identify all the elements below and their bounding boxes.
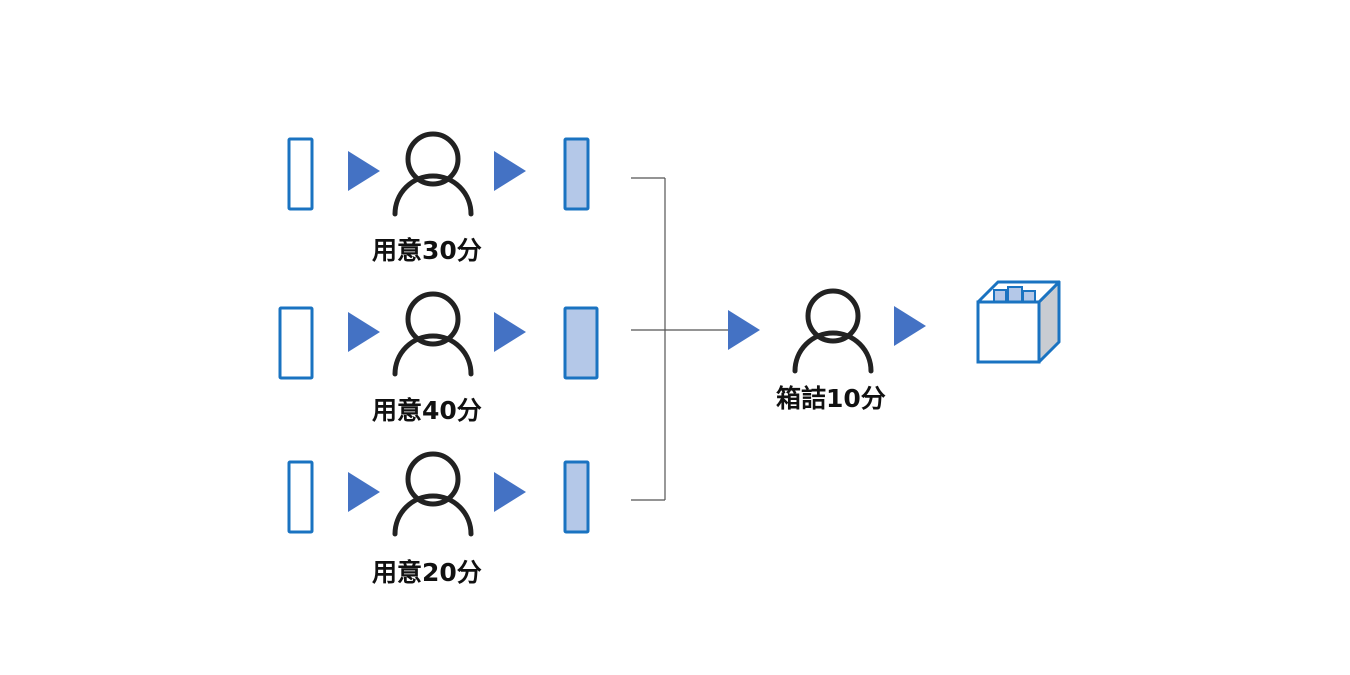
person-icon bbox=[392, 291, 474, 377]
arrow-right-icon bbox=[728, 310, 760, 350]
row-2-label: 用意40分 bbox=[372, 396, 482, 425]
arrow-right-icon bbox=[494, 312, 526, 352]
person-icon bbox=[392, 451, 474, 537]
person-icon bbox=[792, 288, 874, 374]
filled-card-icon bbox=[563, 460, 590, 534]
arrow-right-icon bbox=[348, 151, 380, 191]
row-1-label: 用意30分 bbox=[372, 236, 482, 265]
packed-box-icon bbox=[976, 280, 1061, 364]
filled-card-icon bbox=[563, 306, 599, 380]
row-3-label: 用意20分 bbox=[372, 558, 482, 587]
row-1 bbox=[287, 131, 590, 217]
arrow-right-icon bbox=[348, 312, 380, 352]
person-icon bbox=[392, 131, 474, 217]
arrow-right-icon bbox=[494, 151, 526, 191]
merge-connector bbox=[631, 177, 728, 501]
row-2 bbox=[278, 291, 599, 380]
filled-card-icon bbox=[563, 137, 590, 211]
row-3 bbox=[287, 451, 590, 537]
arrow-right-icon bbox=[348, 472, 380, 512]
packing-label: 箱詰10分 bbox=[776, 384, 886, 413]
empty-card-icon bbox=[287, 460, 314, 534]
empty-card-icon bbox=[287, 137, 314, 211]
empty-card-icon bbox=[278, 306, 314, 380]
arrow-right-icon bbox=[894, 306, 926, 346]
arrow-right-icon bbox=[494, 472, 526, 512]
